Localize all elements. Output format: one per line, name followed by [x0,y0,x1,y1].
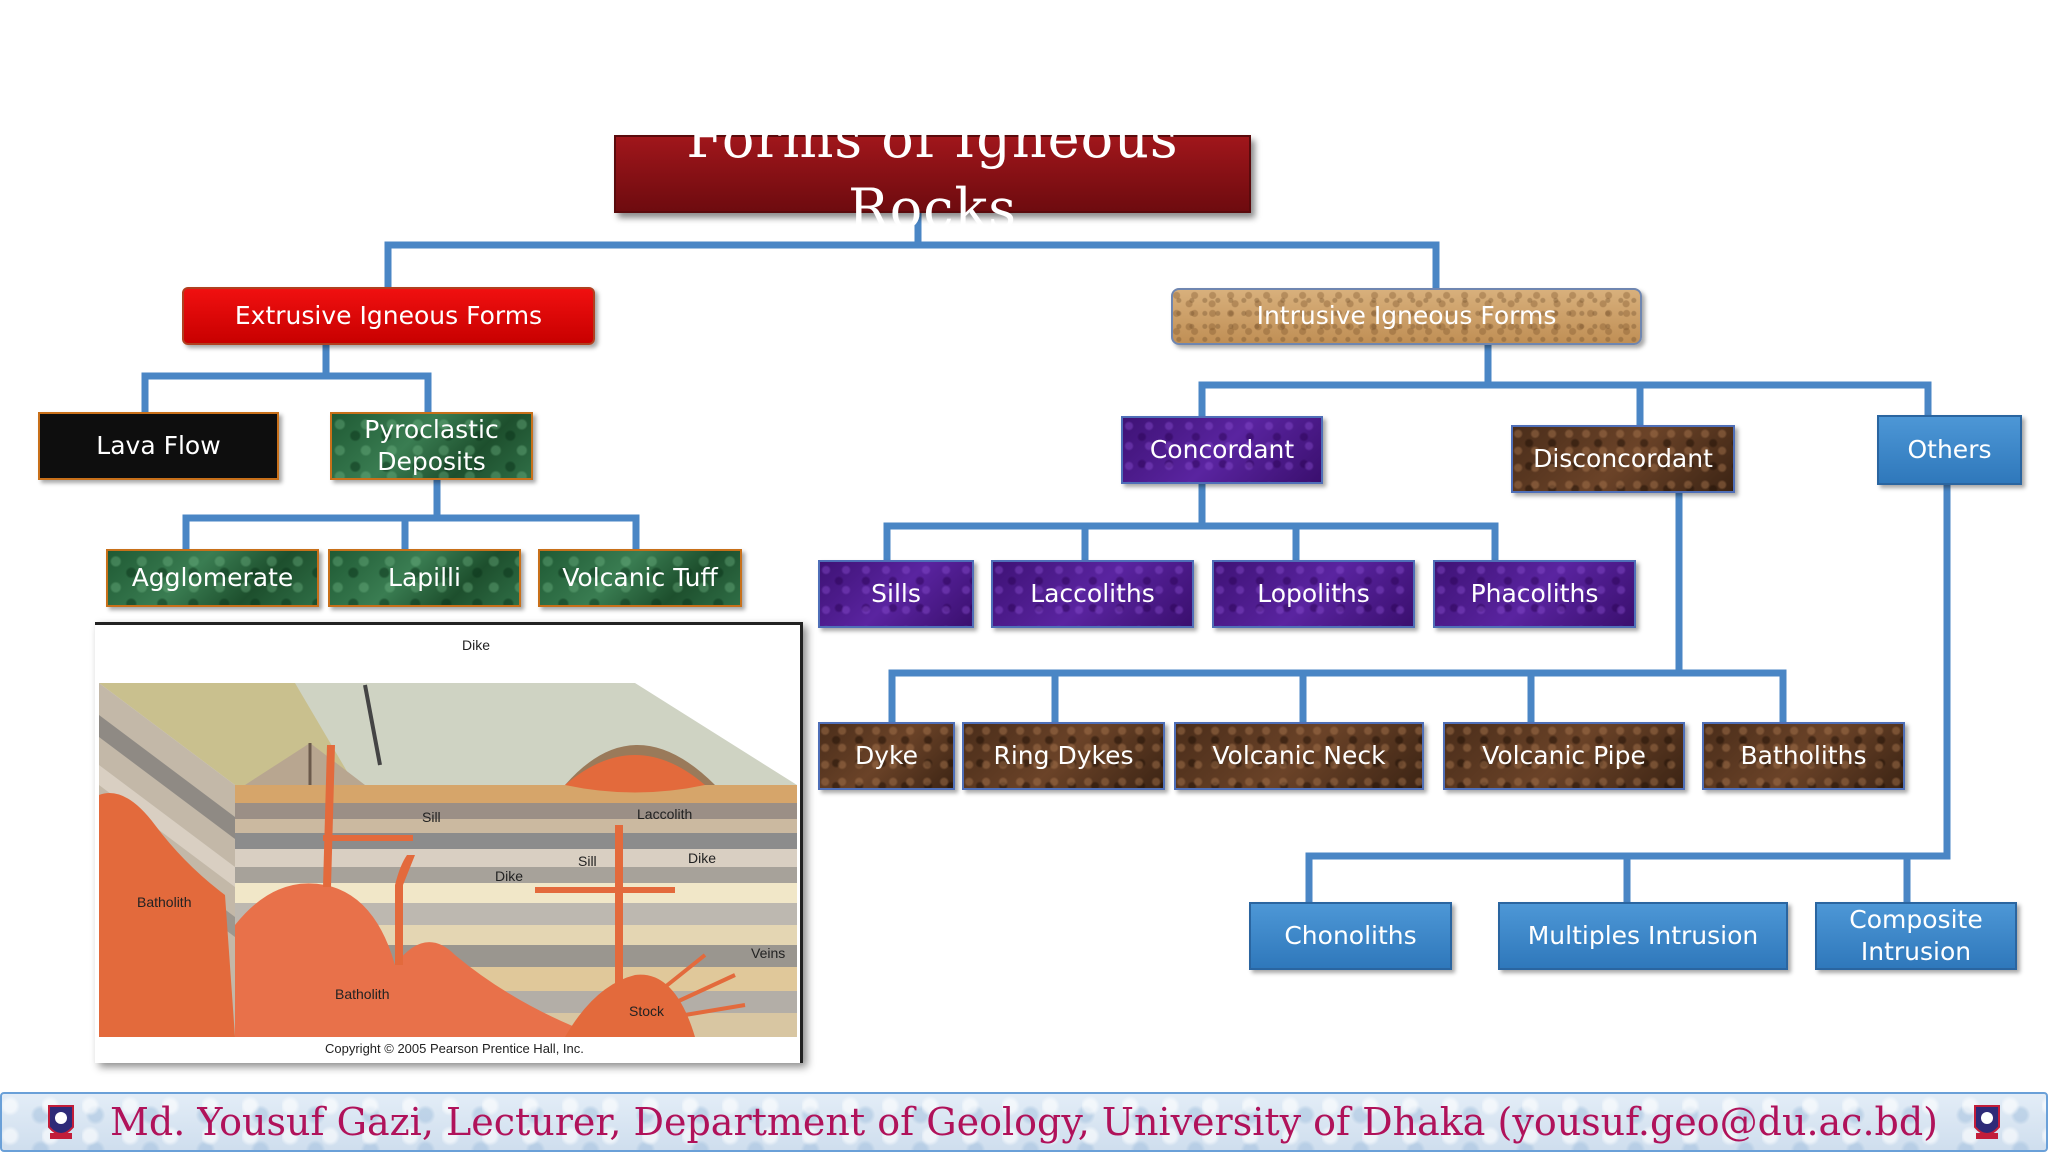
university-emblem-icon [47,1105,74,1139]
batholiths-box: Batholiths [1702,722,1905,790]
lapilli-box: Lapilli [328,549,521,607]
igneous-intrusions-figure: Dike Sill Laccolith Sill Dike Dike Batho… [95,622,803,1063]
label-sill-1: Sill [422,809,441,825]
pyroclastic-deposits-box: Pyroclastic Deposits [330,412,533,480]
volcanic-neck-box: Volcanic Neck [1174,722,1424,790]
label-dike-right: Dike [688,850,717,866]
figure-copyright: Copyright © 2005 Pearson Prentice Hall, … [325,1041,584,1056]
label-dike-top: Dike [462,637,491,653]
university-emblem-icon-right [1974,1105,2001,1139]
label-laccolith: Laccolith [637,806,693,822]
dyke-box: Dyke [818,722,955,790]
laccoliths-box: Laccoliths [991,560,1194,628]
disconcordant-box: Disconcordant [1511,425,1735,493]
ring-dykes-box: Ring Dykes [962,722,1165,790]
extrusive-forms-box: Extrusive Igneous Forms [182,287,595,345]
label-dike-mid: Dike [495,868,524,884]
footer-bar: Md. Yousuf Gazi, Lecturer, Department of… [0,1092,2048,1152]
others-box: Others [1877,415,2022,485]
volcanic-pipe-box: Volcanic Pipe [1443,722,1685,790]
volcanic-tuff-box: Volcanic Tuff [538,549,742,607]
footer-credit-text: Md. Yousuf Gazi, Lecturer, Department of… [109,1100,1939,1144]
label-batholith-bottom: Batholith [335,986,390,1002]
lava-flow-box: Lava Flow [38,412,279,480]
phacoliths-box: Phacoliths [1433,560,1636,628]
block-diagram-illustration [99,683,797,1037]
label-veins: Veins [751,945,786,961]
lopoliths-box: Lopoliths [1212,560,1415,628]
sills-box: Sills [818,560,974,628]
composite-intrusion-box: Composite Intrusion [1815,902,2017,970]
page-title: Forms of Igneous Rocks [614,107,1251,240]
label-sill-2: Sill [578,853,597,869]
label-stock: Stock [629,1003,665,1019]
chonoliths-box: Chonoliths [1249,902,1452,970]
multiples-intrusion-box: Multiples Intrusion [1498,902,1788,970]
agglomerate-box: Agglomerate [106,549,319,607]
intrusive-forms-box: Intrusive Igneous Forms [1171,288,1642,345]
label-batholith-left: Batholith [137,894,192,910]
concordant-box: Concordant [1121,416,1323,484]
